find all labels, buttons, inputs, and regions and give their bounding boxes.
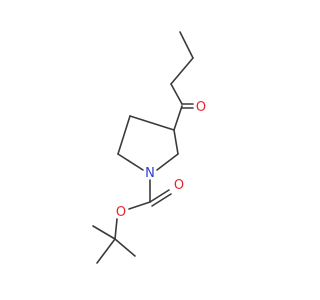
bond-c2-c3 (170, 57, 194, 85)
bond-ring-c5-n (117, 153, 144, 171)
bond-tbu-me1 (92, 225, 116, 240)
atom-o-ester: O (116, 205, 126, 220)
atom-o-carbonyl: O (174, 178, 184, 193)
bond-ring-c3-c4 (129, 115, 175, 131)
bond-carbamate-o-1 (149, 189, 170, 203)
bond-ring-c2-c3 (173, 129, 179, 155)
molecule-diagram: O N O O (92, 31, 206, 264)
bond-tbu-me2 (114, 238, 136, 257)
bond-ring-n-c2 (156, 153, 179, 171)
bond-c3-carbonyl (170, 83, 183, 105)
atom-n-ring: N (145, 166, 155, 181)
bond-ester-o-tbu (114, 218, 118, 240)
bond-carbonyl-ring (173, 105, 183, 131)
bond-carbamate-ester-o (128, 201, 151, 210)
bond-carbamate-o-2 (151, 193, 172, 207)
structure-svg: O N O O (92, 31, 206, 264)
bond-c1-c2 (179, 31, 194, 59)
bond-tbu-me3 (96, 238, 116, 264)
atom-o-ketone: O (196, 100, 206, 115)
bond-ring-c4-c5 (117, 115, 131, 155)
